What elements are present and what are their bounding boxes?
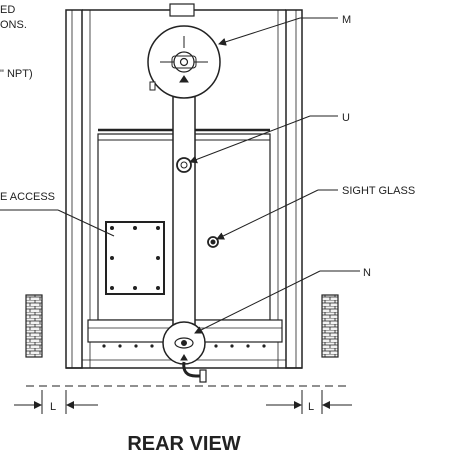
right-clearance-label: L [308,401,314,413]
left-frame-post [65,9,83,369]
callout-m: M [342,14,351,26]
access-label: E ACCESS [0,191,55,203]
sight-glass-port [207,236,219,248]
note-text-line2: ONS. [0,19,27,31]
npt-text: " NPT) [0,68,33,80]
access-panel [105,221,165,295]
right-frame-post [285,9,303,369]
flue-pipe [172,87,196,335]
base-rivets [102,344,266,348]
callout-n: N [363,267,371,279]
note-text-line1: ED [0,4,15,16]
left-brick-wall [25,294,43,358]
leader-lines [0,17,360,334]
top-stub [169,3,195,17]
left-clearance-label: L [50,401,56,413]
pipe-side-stub [149,81,156,91]
view-title: REAR VIEW [127,433,240,455]
callout-sight-glass: SIGHT GLASS [342,185,415,197]
top-manifold [147,25,221,99]
right-brick-wall [321,294,339,358]
right-clearance-dimension [266,390,352,414]
left-clearance-dimension [14,390,98,414]
callout-u: U [342,112,350,124]
u-fitting [176,157,192,173]
